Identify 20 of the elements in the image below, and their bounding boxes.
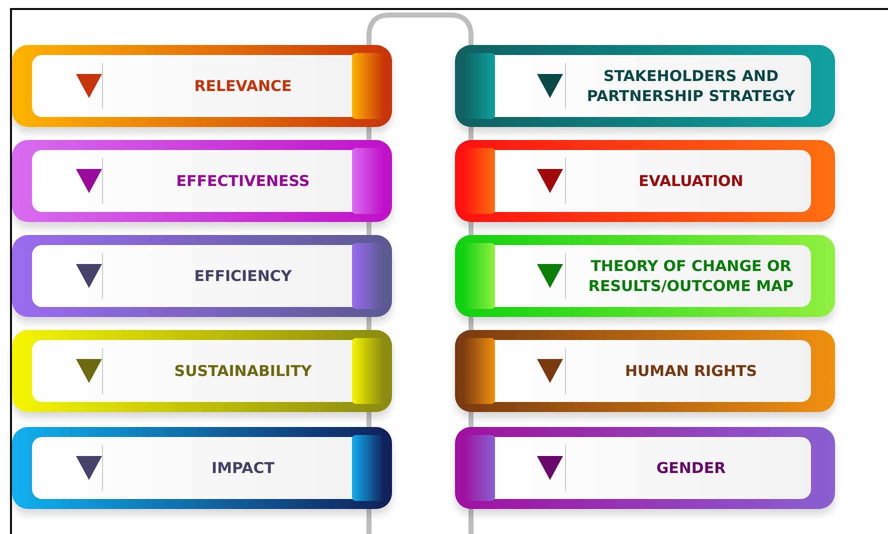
tab-label: HUMAN RIGHTS [624,361,758,381]
tab-label: STAKEHOLDERS AND PARTNERSHIP STRATEGY [586,66,796,106]
tab-card [455,330,835,412]
tab-label: THEORY OF CHANGE OR RESULTS/OUTCOME MAP [587,256,795,296]
tab-card [12,427,392,509]
tab-card [455,427,835,509]
tab-label: EFFICIENCY [193,266,293,286]
tab-card [12,45,392,127]
tab-label: RELEVANCE [193,76,293,96]
tab-card [455,45,835,127]
tab-label: EVALUATION [638,171,744,191]
tab-card [455,140,835,222]
tab-label: IMPACT [210,458,276,478]
tab-label: SUSTAINABILITY [173,361,313,381]
tab-card [12,330,392,412]
tab-card [12,235,392,317]
tab-card [12,140,392,222]
tab-label: EFFECTIVENESS [175,171,311,191]
tab-label: GENDER [655,458,727,478]
tab-card [455,235,835,317]
